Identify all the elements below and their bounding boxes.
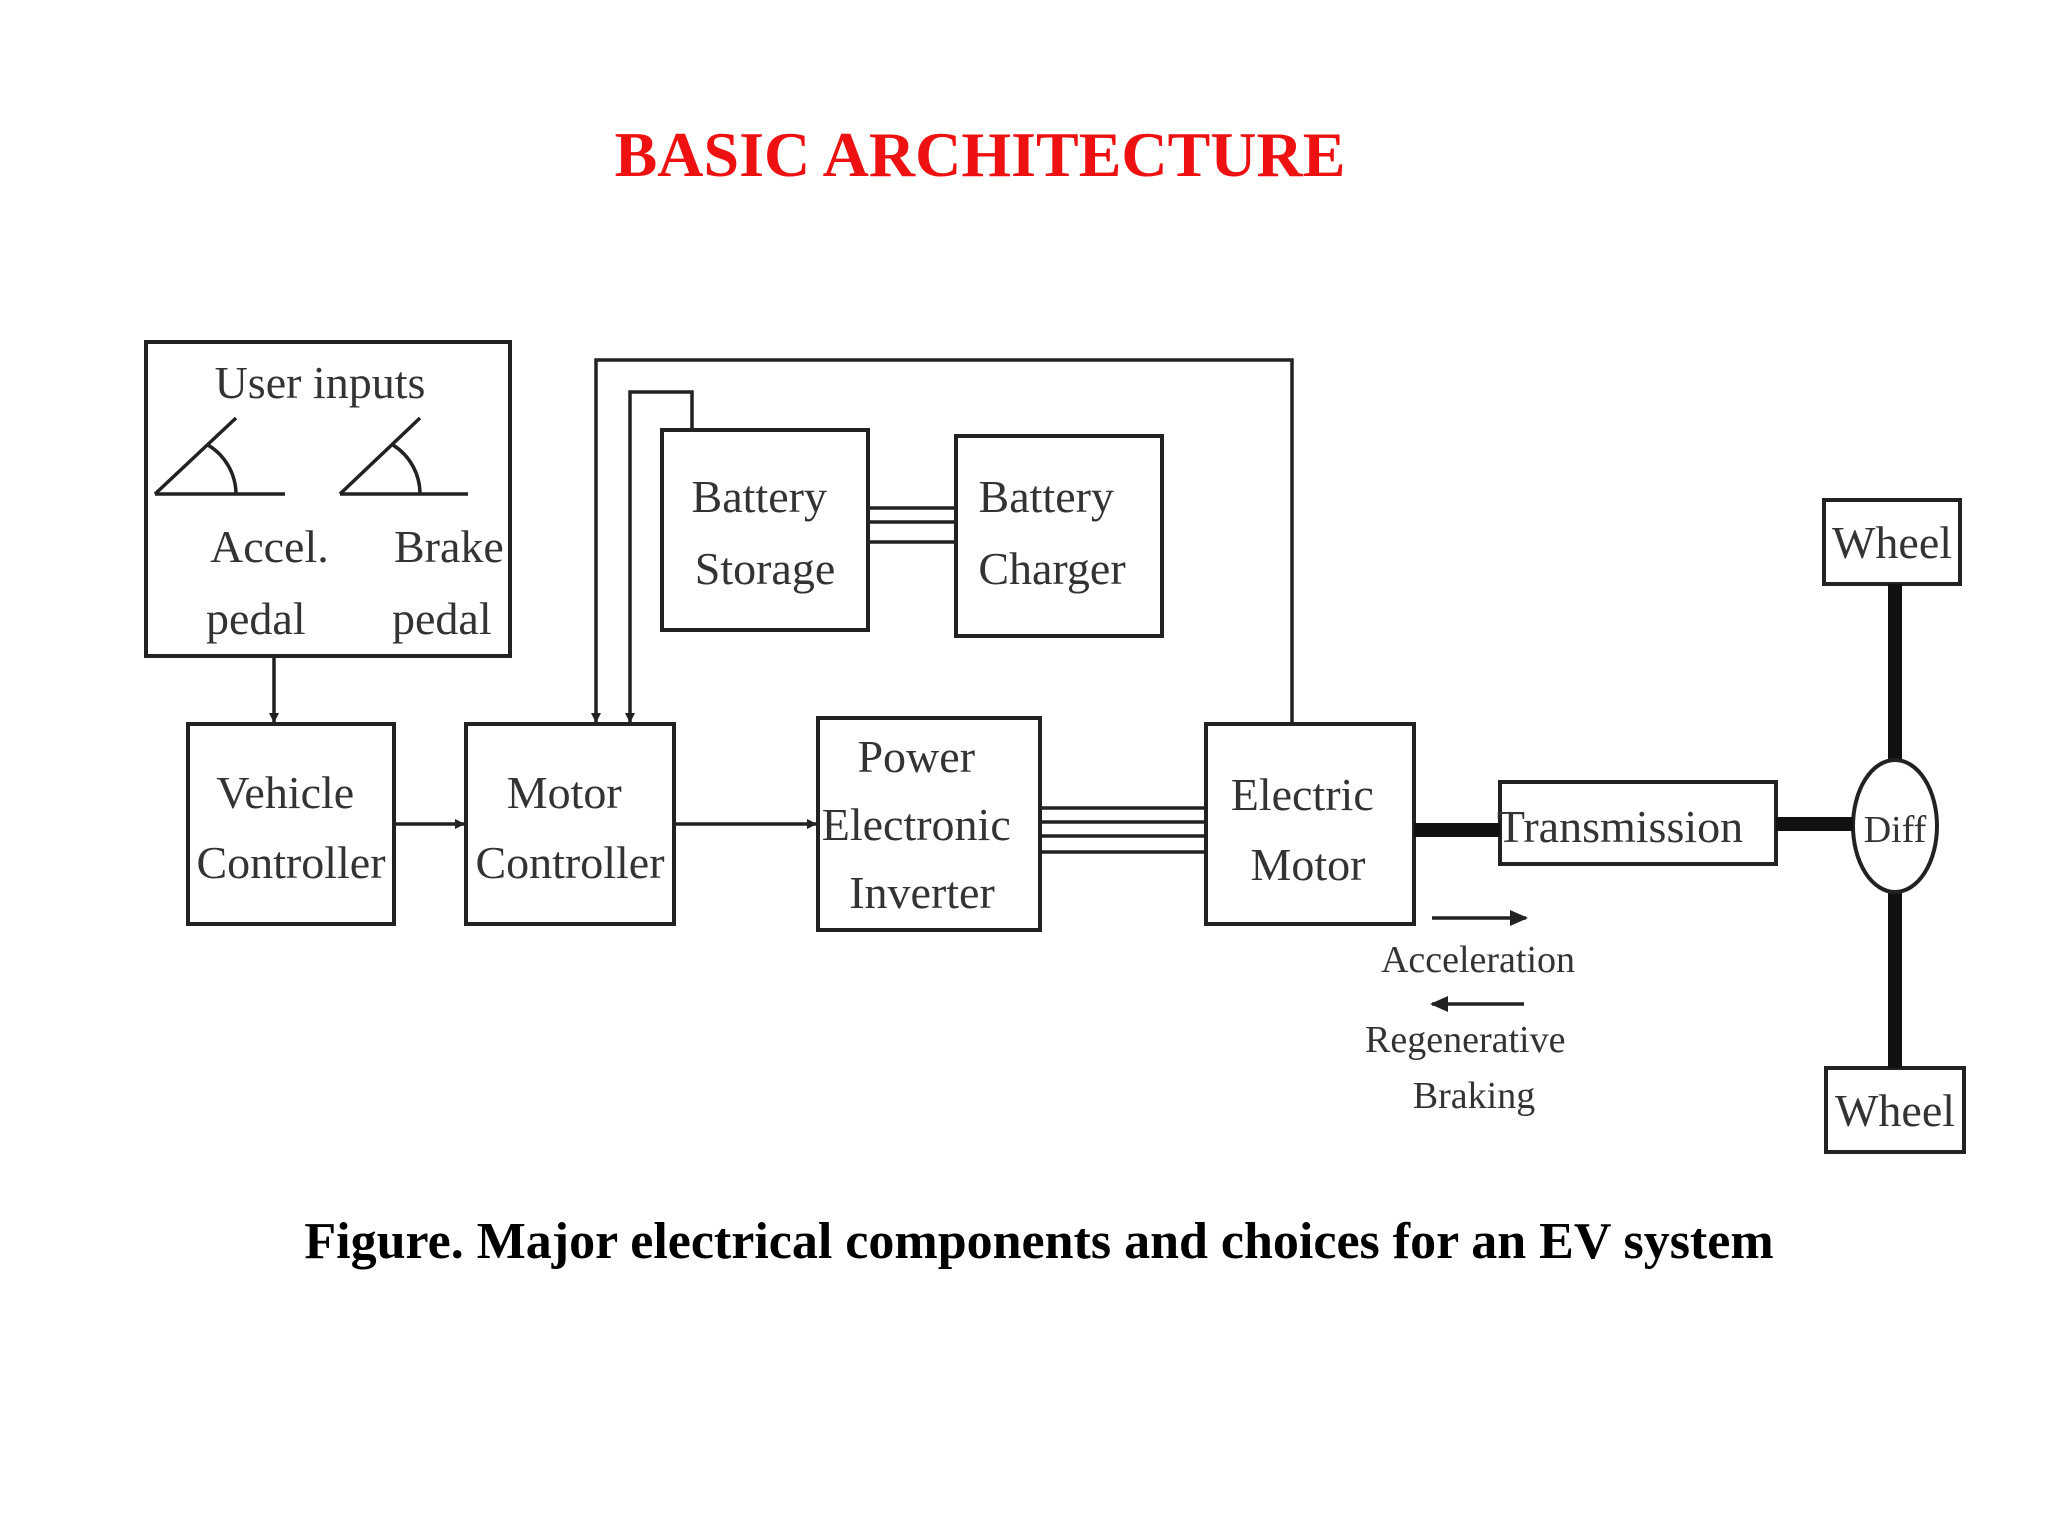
motor-controller-label: Motor Controller [475,767,664,888]
vehicle-controller-label: Vehicle Controller [196,767,385,888]
battery-feedback-line [625,390,694,723]
battery-storage-label: Battery Storage [692,471,839,594]
user-inputs-panel: User inputs Accel. pedal Brake pedal [144,340,515,658]
battery-storage-box [660,428,870,632]
brake-pedal-icon [338,416,468,496]
motor-controller-box [464,722,676,926]
accel-pedal-icon [153,416,285,496]
transmission-label: Transmission [1497,801,1743,852]
electric-motor-box [1204,722,1416,926]
brake-pedal-label: Brake pedal [392,521,515,644]
regen-braking-label: Regenerative Braking [1365,1019,1575,1117]
electric-motor-label: Electric Motor [1231,769,1386,890]
inverter-motor-link [1040,806,1206,854]
battery-link [868,506,956,544]
slide-title: BASIC ARCHITECTURE [614,119,1346,190]
battery-charger-box [954,434,1164,638]
battery-charger-label: Battery Charger [978,471,1125,594]
inverter-label: Power Electronic Inverter [822,731,1023,918]
wheel-top-label: Wheel [1832,517,1952,568]
transmission-box [1498,780,1778,866]
acceleration-label: Acceleration [1381,939,1575,981]
motor-feedback-line [591,358,1294,724]
user-inputs-label: User inputs [215,357,426,408]
user-inputs-box [144,340,512,658]
accel-pedal-label: Accel. pedal [206,521,340,644]
wheel-bottom-label: Wheel [1835,1085,1955,1136]
vehicle-controller-box [186,722,396,926]
wheel-bottom-box [1824,1066,1966,1154]
figure-caption: Figure. Major electrical components and … [304,1213,1774,1270]
inverter-box [816,716,1042,932]
diff-label: Diff [1864,809,1927,851]
